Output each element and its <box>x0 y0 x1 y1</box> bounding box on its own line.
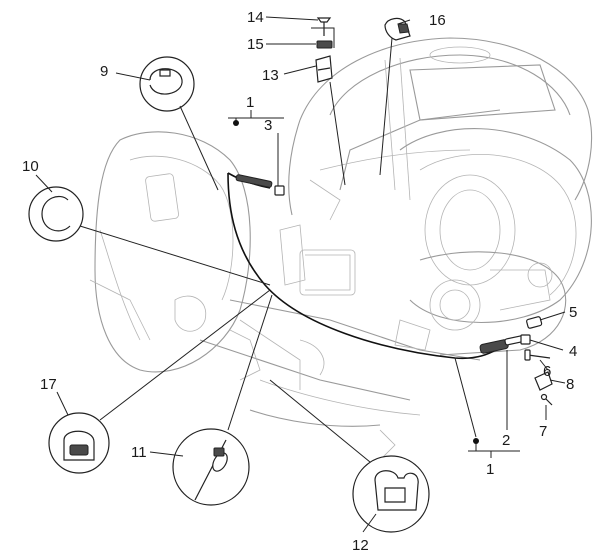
detail-circle-part-11 <box>172 428 250 506</box>
callout-12: 12 <box>352 537 369 554</box>
part-6-screw <box>524 349 551 361</box>
callout-8: 8 <box>566 376 574 393</box>
callout-5: 5 <box>569 304 577 321</box>
cable-assembly <box>227 172 528 360</box>
part-16-clip <box>384 17 411 41</box>
callout-1-top: 1 <box>246 94 254 111</box>
part-8-clip <box>534 371 553 391</box>
callout-3: 3 <box>264 117 272 134</box>
callout-10: 10 <box>22 158 39 175</box>
callout-15: 15 <box>247 36 264 53</box>
detail-circle-part-10 <box>28 186 84 242</box>
callout-7: 7 <box>539 423 547 440</box>
callout-1-bottom: 1 <box>486 461 494 478</box>
part-3-nut <box>274 185 285 196</box>
detail-circle-part-17 <box>48 412 110 474</box>
part-14-screw <box>316 17 332 36</box>
leader-lines <box>35 16 566 533</box>
callout-2: 2 <box>502 432 510 449</box>
callout-9: 9 <box>100 63 108 80</box>
callout-11: 11 <box>131 444 147 461</box>
scooter-body-outline <box>89 37 593 461</box>
callout-4: 4 <box>569 343 577 360</box>
part-5-adjuster <box>526 316 543 329</box>
part-7-bolt <box>540 393 553 406</box>
callout-13: 13 <box>262 67 279 84</box>
callout-labels: 14 15 13 16 9 1 3 10 5 4 6 8 17 7 2 11 1… <box>22 9 577 554</box>
detail-circle-part-12 <box>352 455 430 533</box>
callout-14: 14 <box>247 9 264 26</box>
callout-16: 16 <box>429 12 446 29</box>
detail-circle-part-9 <box>139 56 195 112</box>
part-4-washer <box>520 334 531 345</box>
part-15-nut <box>316 40 333 49</box>
callout-17: 17 <box>40 376 57 393</box>
callout-6: 6 <box>543 363 551 380</box>
part-13-bracket <box>315 55 333 83</box>
